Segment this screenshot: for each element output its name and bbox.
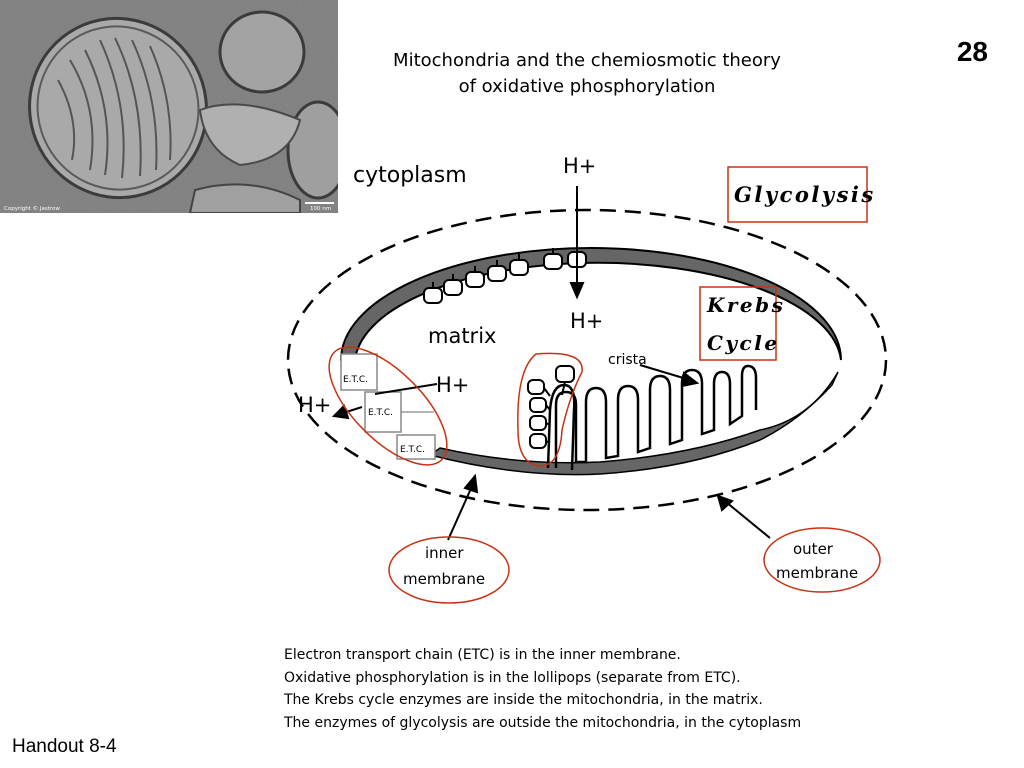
atp-synthase-lollipops-top xyxy=(423,246,587,304)
h-plus-middle-label: H+ xyxy=(570,309,603,333)
title-line-1: Mitochondria and the chemiosmotic theory xyxy=(393,50,781,71)
electron-micrograph: Copyright © Jastrow 100 nm xyxy=(0,0,338,213)
matrix-label: matrix xyxy=(428,324,496,348)
handout-label: Handout 8-4 xyxy=(12,736,117,757)
note-line: Electron transport chain (ETC) is in the… xyxy=(284,647,681,663)
scale-bar-label: 100 nm xyxy=(310,206,331,212)
photo-credit: Copyright © Jastrow xyxy=(4,205,60,212)
glycolysis-label: Glycolysis xyxy=(734,182,876,207)
note-line: Oxidative phosphorylation is in the loll… xyxy=(284,669,741,686)
h-plus-etc-right-label: H+ xyxy=(436,373,469,397)
title-line-2: of oxidative phosphorylation xyxy=(458,76,716,97)
etc-label-3: E.T.C. xyxy=(400,445,425,455)
outer-membrane-label-line2: membrane xyxy=(776,564,858,582)
etc-complexes: E.T.C. E.T.C. E.T.C. xyxy=(340,353,436,460)
atp-synthase-lollipops-crista xyxy=(527,365,575,449)
krebs-label-line2: Cycle xyxy=(707,331,780,355)
h-plus-etc-left-label: H+ xyxy=(298,393,331,417)
h-plus-top-label: H+ xyxy=(563,154,596,178)
explanation-notes: Electron transport chain (ETC) is in the… xyxy=(284,644,801,734)
outer-membrane-label-line1: outer xyxy=(793,540,834,558)
inner-membrane-label-line1: inner xyxy=(425,544,464,562)
inner-membrane-label-line2: membrane xyxy=(403,570,485,588)
etc-label-1: E.T.C. xyxy=(343,375,368,385)
outer-membrane xyxy=(286,208,888,512)
crista-label: crista xyxy=(608,352,647,368)
etc-label-2: E.T.C. xyxy=(368,408,393,418)
slide-title: Mitochondria and the chemiosmotic theory… xyxy=(372,48,802,100)
cristae-folds xyxy=(554,364,758,468)
note-line: The enzymes of glycolysis are outside th… xyxy=(284,714,802,731)
note-line: The Krebs cycle enzymes are inside the m… xyxy=(284,692,763,708)
krebs-label-line1: Krebs xyxy=(706,293,785,317)
red-annotations xyxy=(328,166,881,604)
cytoplasm-label: cytoplasm xyxy=(353,163,467,188)
page-number: 28 xyxy=(956,36,988,67)
